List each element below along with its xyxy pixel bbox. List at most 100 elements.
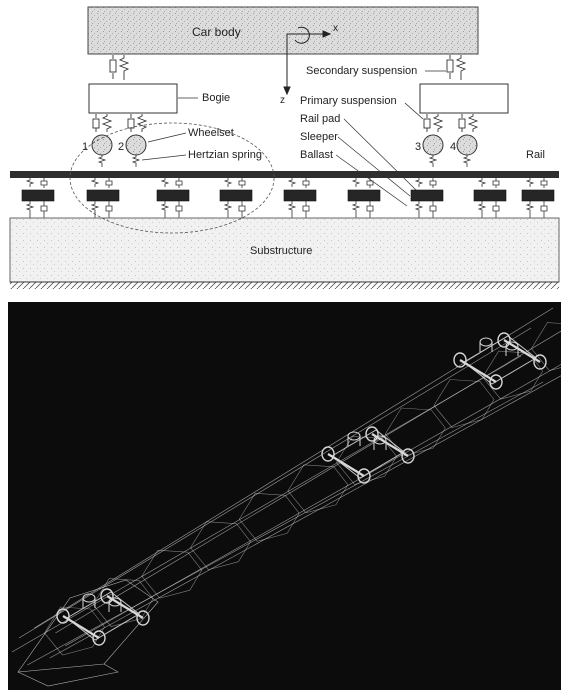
- wheel: [321, 446, 335, 462]
- sleeper-block: [86, 189, 120, 202]
- wheel-number-2: 2: [118, 141, 124, 153]
- bogie-frame: [331, 429, 405, 479]
- bogie-model: [321, 426, 415, 484]
- wheel: [100, 588, 114, 604]
- wheel-number-1: 1: [82, 141, 88, 153]
- z-axis-label: z: [280, 95, 285, 106]
- sleeper-unit: [219, 178, 253, 218]
- wheelset-leader: [147, 132, 187, 143]
- car-body-label: Car body: [192, 25, 241, 39]
- ballast-damper: [175, 201, 183, 218]
- bogie-left: [88, 83, 178, 114]
- wheel-number-4: 4: [450, 141, 456, 153]
- ground-hatch: [10, 282, 559, 289]
- ballast-spring: [525, 201, 535, 218]
- rail-pad-spring: [223, 178, 233, 187]
- wheelset-axle: [503, 339, 541, 363]
- body-cross-section: [384, 407, 446, 457]
- ballast-damper: [429, 201, 437, 218]
- wheel-track-focus-ellipse: [69, 122, 275, 234]
- wheel: [497, 332, 511, 348]
- body-cross-section: [190, 521, 251, 571]
- rail-pad-label: Rail pad: [300, 113, 340, 125]
- car-body: [87, 6, 479, 55]
- ballast-damper: [540, 201, 548, 218]
- body-cross-section: [44, 606, 105, 656]
- secondary-suspension-label: Secondary suspension: [306, 65, 417, 77]
- bogie-model: [56, 588, 150, 646]
- substructure-label: Substructure: [250, 245, 312, 257]
- bogie-model: [453, 332, 547, 390]
- wheel-number-3: 3: [415, 141, 421, 153]
- sleeper-unit: [347, 178, 381, 218]
- wheel: [401, 448, 415, 464]
- wheel: [56, 608, 70, 624]
- body-longitudinal-edge: [65, 364, 561, 647]
- primary-suspension-label: Primary suspension: [300, 95, 397, 107]
- sleeper-unit: [21, 178, 55, 218]
- rail-pad-spring: [351, 178, 361, 187]
- body-cross-section: [141, 549, 203, 599]
- rail-pad-spring: [287, 178, 297, 187]
- wheelsets: [91, 134, 478, 156]
- rail-pad-damper: [540, 178, 548, 188]
- wheel: [453, 352, 467, 368]
- vehicle-track-schematic: Car body x z Secondary suspension Bogie …: [9, 6, 560, 289]
- body-longitudinal-edge: [27, 381, 544, 666]
- sleeper-block: [156, 189, 190, 202]
- bogie-frame: [463, 335, 537, 385]
- vehicle-nose-skirt: [17, 663, 119, 687]
- rail-pad-spring: [477, 178, 487, 187]
- ballast-damper: [302, 201, 310, 218]
- hertzian-spring-leader: [141, 154, 187, 161]
- ballast-spring: [160, 201, 170, 218]
- ballast-spring: [287, 201, 297, 218]
- rail: [10, 171, 559, 178]
- body-cross-section: [531, 322, 561, 371]
- body-cross-section: [287, 464, 349, 514]
- sleeper-unit: [86, 178, 120, 218]
- wheelset-label: Wheelset: [188, 127, 234, 139]
- wheel: [365, 426, 379, 442]
- ballast-damper: [492, 201, 500, 218]
- wheelset-axle: [371, 433, 409, 457]
- rail-pad-damper: [302, 178, 310, 188]
- rail-pad-damper: [175, 178, 183, 188]
- secondary-suspension-left: [109, 55, 130, 80]
- coordinate-axes: [283, 26, 332, 96]
- rail-pad-spring: [525, 178, 535, 187]
- rail-pad-spring: [25, 178, 35, 187]
- vehicle-nose: [17, 579, 159, 673]
- rail-label: Rail: [526, 149, 545, 161]
- substructure: [9, 217, 560, 283]
- hertzian-springs: [97, 155, 472, 167]
- rail-pad-spring: [160, 178, 170, 187]
- hertzian-spring-label: Hertzian spring: [188, 149, 262, 161]
- x-axis-label: x: [333, 23, 338, 34]
- track-leaders: [335, 118, 417, 207]
- primary-suspension-leader: [404, 102, 424, 120]
- sleeper-unit: [473, 178, 507, 218]
- rail-pad-spring: [90, 178, 100, 187]
- sleeper-block: [521, 189, 555, 202]
- ballast-spring: [223, 201, 233, 218]
- rail-pad-damper: [40, 178, 48, 188]
- ballast-spring: [351, 201, 361, 218]
- body-longitudinal-edge: [49, 375, 561, 659]
- ballast-spring: [477, 201, 487, 218]
- body-longitudinal-edge: [55, 330, 561, 634]
- sleeper-block: [283, 189, 317, 202]
- rail-pad-damper: [105, 178, 113, 188]
- body-cross-section: [238, 492, 300, 542]
- sleeper-label: Sleeper: [300, 131, 338, 143]
- ballast-damper: [238, 201, 246, 218]
- rail-pad-damper: [429, 178, 437, 188]
- rail-pad-damper: [238, 178, 246, 188]
- ballast-damper: [366, 201, 374, 218]
- primary-suspension: [92, 114, 479, 132]
- wheel: [533, 354, 547, 370]
- wheel: [136, 610, 150, 626]
- sleeper-block: [219, 189, 253, 202]
- wheelset-axle: [106, 595, 144, 619]
- bogie-models: [56, 332, 547, 646]
